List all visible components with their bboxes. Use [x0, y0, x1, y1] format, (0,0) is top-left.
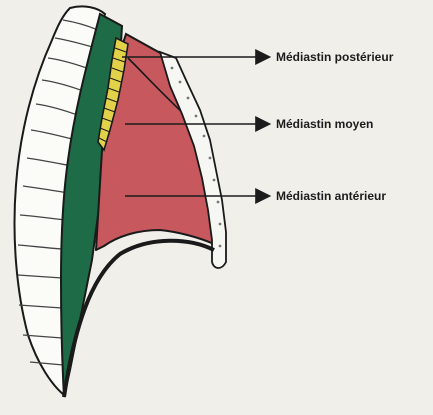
sternum — [158, 50, 227, 269]
middle-band — [97, 36, 129, 152]
middle-band-rings — [98, 47, 127, 143]
leader-arrows — [122, 49, 272, 204]
label-mediastin-moyen: Médiastin moyen — [276, 117, 374, 131]
diaphragm — [62, 238, 215, 398]
label-mediastin-anterieur: Médiastin antérieur — [276, 189, 387, 203]
sternum-dots — [170, 66, 222, 248]
label-mediastin-posterieur: Médiastin postérieur — [276, 50, 394, 64]
